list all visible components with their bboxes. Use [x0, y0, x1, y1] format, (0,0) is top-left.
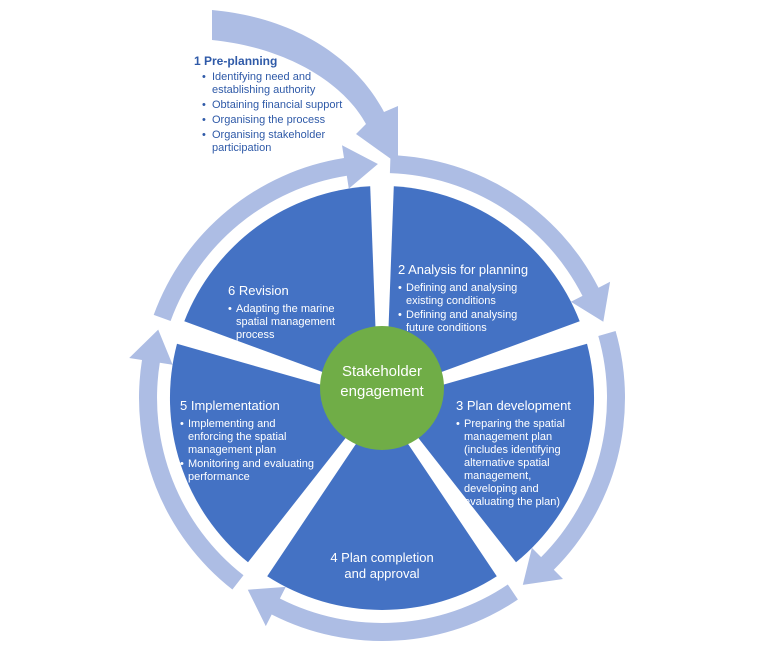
stakeholder-center-circle [320, 326, 444, 450]
segment-bullet: Defining and analysing existing conditio… [398, 282, 548, 308]
segment-revision-label: 6 Revision Adapting the marine spatial m… [228, 283, 348, 343]
preplanning-bullet: Obtaining financial support [194, 99, 364, 112]
segment-bullets: Preparing the spatial management plan (i… [456, 418, 574, 509]
preplanning-bullet: Identifying need and establishing author… [194, 71, 364, 97]
preplanning-bullet: Organising stakeholder participation [194, 129, 364, 155]
preplanning-title: 1 Pre-planning [194, 54, 278, 68]
segment-bullet: Defining and analysing future conditions [398, 309, 548, 335]
preplanning-bullet: Organising the process [194, 114, 364, 127]
segment-analysis-ring-arrow [389, 155, 611, 322]
segment-bullets: Adapting the marine spatial management p… [228, 303, 348, 342]
preplanning-entry-arrow [212, 10, 398, 164]
segment-plan-development-label: 3 Plan development Preparing the spatial… [456, 398, 574, 510]
segment-title: 6 Revision [228, 283, 289, 298]
segment-title: 4 Plan completion and approval [330, 550, 434, 581]
segment-revision-ring-arrow [153, 145, 378, 321]
segment-bullets: Implementing and enforcing the spatial m… [180, 418, 320, 484]
stakeholder-engagement-label: Stakeholder engagement [322, 362, 442, 402]
segment-bullet: Adapting the marine spatial management p… [228, 303, 348, 342]
segment-plan-completion-label: 4 Plan completion and approval [322, 550, 442, 586]
cycle-arrows [129, 145, 626, 642]
segment-plan-completion-wedge [267, 405, 497, 610]
segment-bullets: Defining and analysing existing conditio… [398, 282, 548, 335]
segment-implementation-ring-arrow [129, 329, 244, 590]
segment-bullet: Implementing and enforcing the spatial m… [180, 418, 320, 457]
center-line-1: Stakeholder [341, 363, 423, 380]
segment-plan-development-ring-arrow [522, 331, 626, 585]
segment-title: 3 Plan development [456, 398, 571, 413]
center-line-2: engagement [340, 383, 424, 400]
segment-implementation-label: 5 Implementation Implementing and enforc… [180, 398, 320, 485]
segment-title: 2 Analysis for planning [398, 262, 529, 277]
segment-bullet: Preparing the spatial management plan (i… [456, 418, 574, 509]
segment-bullet: Monitoring and evaluating performance [180, 458, 320, 484]
preplanning-bullets: Identifying need and establishing author… [194, 71, 364, 155]
segment-title: 5 Implementation [180, 398, 280, 413]
segment-plan-completion-ring-arrow [247, 584, 518, 642]
segment-analysis-label: 2 Analysis for planning Defining and ana… [398, 262, 548, 336]
preplanning-block: 1 Pre-planning Identifying need and esta… [194, 54, 364, 157]
